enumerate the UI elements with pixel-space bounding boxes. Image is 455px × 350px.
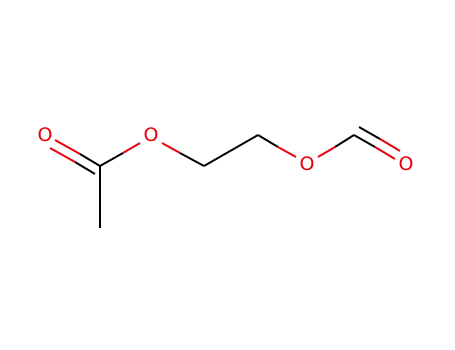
- bond-carbonyl-ester-oxygen-red: [122, 142, 141, 154]
- bond-right-carbonyl-double-a-red: [374, 146, 396, 160]
- bond-ester-oxygen-ch2-red: [161, 142, 181, 154]
- oxygen-atom-carbonyl-left: O: [38, 124, 53, 146]
- bond-left-carbonyl-double-b: [74, 161, 96, 175]
- bond-ch2-ester-oxygen: [257, 134, 279, 148]
- bond-right-carbonyl-double-a: [353, 134, 376, 148]
- bond-ester-oxygen-ch2: [179, 152, 205, 167]
- bond-left-carbonyl-double-b-red: [49, 147, 76, 163]
- bond-ester-oxygen-formyl: [334, 134, 355, 148]
- bond-ester-oxygen-formyl-red: [317, 146, 336, 158]
- oxygen-atom-carbonyl-right: O: [399, 153, 414, 175]
- bond-ch2-ch2: [203, 134, 259, 167]
- bond-left-carbonyl-double-a: [79, 153, 101, 167]
- bond-carbonyl-ester-oxygen: [99, 152, 124, 167]
- bond-ch2-ester-oxygen-red: [277, 146, 297, 158]
- oxygen-atom-ester-left: O: [144, 124, 159, 146]
- oxygen-atom-ester-right: O: [300, 153, 315, 175]
- bond-left-carbonyl-double-a-red: [54, 139, 81, 155]
- bond-right-carbonyl-double-b: [358, 126, 381, 140]
- bond-right-carbonyl-double-b-red: [379, 138, 401, 152]
